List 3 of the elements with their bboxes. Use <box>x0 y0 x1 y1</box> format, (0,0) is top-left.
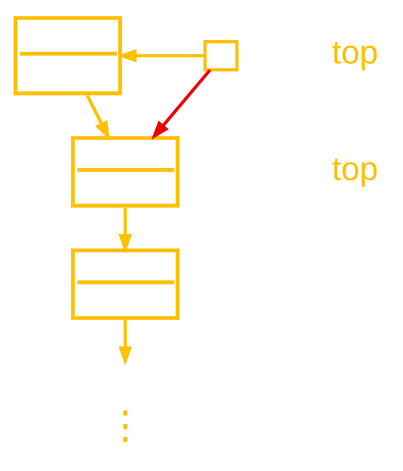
label: top <box>332 150 378 188</box>
label: ⋮ <box>106 404 144 448</box>
label: top <box>332 34 378 72</box>
